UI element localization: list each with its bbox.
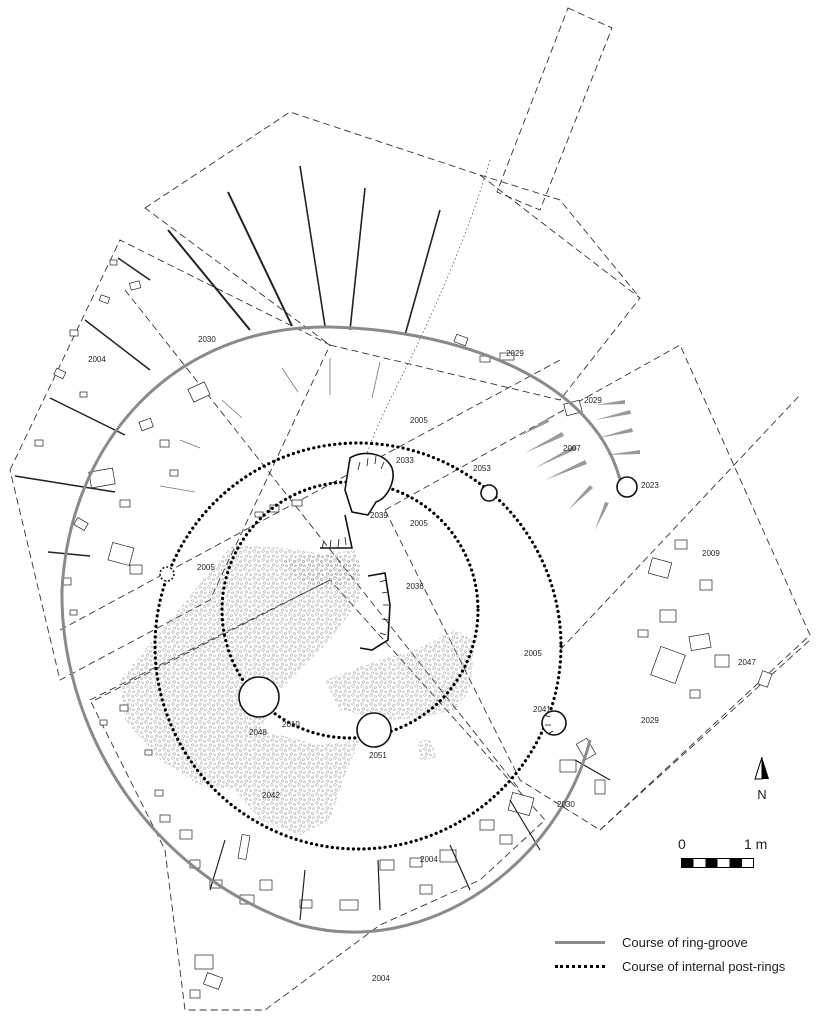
- context-2010-label: 2010: [282, 720, 300, 729]
- posthole-2053: [480, 484, 498, 502]
- pit-2039: [320, 514, 353, 549]
- context-2030-label: 2030: [198, 335, 216, 344]
- context-2029-label: 2029: [584, 396, 602, 405]
- north-arrow: N: [752, 756, 772, 802]
- context-2005-label: 2005: [197, 563, 215, 572]
- context-2004-label: 2004: [372, 974, 390, 983]
- context-2041-label: 2041: [533, 705, 551, 714]
- tapered-stakes: [520, 400, 640, 530]
- gravel-east: [325, 630, 475, 720]
- context-2036-label: 2036: [406, 582, 424, 591]
- context-2005-label: 2005: [410, 519, 428, 528]
- legend: Course of ring-groove Course of internal…: [555, 930, 816, 978]
- context-2029-label: 2029: [506, 349, 524, 358]
- pit-2033: [344, 452, 394, 516]
- context-2023-label: 2023: [641, 481, 659, 490]
- scale-end-label: 1 m: [744, 836, 768, 852]
- outer-post-ring: [153, 441, 563, 851]
- inner-radial-lines: [159, 358, 381, 493]
- posthole-2051: [356, 712, 392, 748]
- legend-item-post-rings: Course of internal post-rings: [555, 954, 816, 978]
- legend-item-ring-groove: Course of ring-groove: [555, 930, 816, 954]
- context-2030-label: 2030: [557, 800, 575, 809]
- context-2005-label: 2005: [410, 416, 428, 425]
- trench-east: [384, 344, 811, 831]
- context-2051-label: 2051: [369, 751, 387, 760]
- gravel-center: [280, 550, 360, 590]
- context-2039-label: 2039: [370, 511, 388, 520]
- context-2048-label: 2048: [249, 728, 267, 737]
- scale-bar-graphic: [681, 858, 754, 868]
- context-2004-label: 2004: [420, 855, 438, 864]
- posthole-west: [159, 566, 175, 582]
- post-rings-swatch: [555, 964, 605, 968]
- context-2029-label: 2029: [641, 716, 659, 725]
- context-2053-label: 2053: [473, 464, 491, 473]
- features: [159, 452, 638, 748]
- north-label: N: [757, 787, 767, 802]
- hachures: [321, 455, 554, 735]
- trench-northeast: [496, 7, 613, 211]
- context-2004-label: 2004: [88, 355, 106, 364]
- stone-scatter: [34, 259, 773, 999]
- scale-bar: 0 1 m: [676, 836, 786, 876]
- trench-northeast-arm: [479, 174, 641, 299]
- legend-label-ring-groove: Course of ring-groove: [622, 934, 748, 950]
- ring-groove: [60, 325, 624, 934]
- ring-groove-swatch: [555, 940, 605, 944]
- trench-diagonal-1: [59, 359, 561, 631]
- scale-start-label: 0: [678, 836, 686, 852]
- radial-lines: [14, 165, 611, 921]
- north-arrow-icon: [754, 756, 769, 780]
- posthole-2041: [541, 710, 567, 736]
- context-2047-label: 2047: [738, 658, 756, 667]
- trench-east-arm: [559, 394, 811, 831]
- posthole-2048: [238, 676, 280, 718]
- context-2007-label: 2007: [563, 444, 581, 453]
- trench-north: [144, 111, 641, 401]
- context-2042-label: 2042: [262, 791, 280, 800]
- context-2009-label: 2009: [702, 549, 720, 558]
- context-labels: 2004 2030 2029 2029 2005 2007 2033 2053 …: [88, 335, 756, 983]
- context-2005-label: 2005: [524, 649, 542, 658]
- legend-label-post-rings: Course of internal post-rings: [622, 958, 786, 974]
- trench-west: [9, 239, 331, 681]
- context-2033-label: 2033: [396, 456, 414, 465]
- posthole-2023: [616, 476, 638, 498]
- pit-2036: [359, 572, 391, 651]
- gravel-patch: [418, 738, 436, 760]
